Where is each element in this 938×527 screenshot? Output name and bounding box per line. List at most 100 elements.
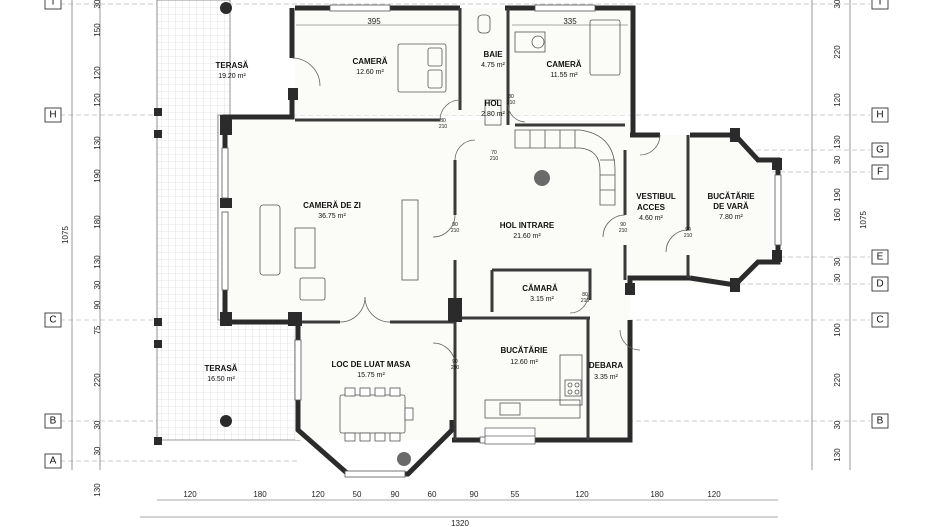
dim-left-12: 30 [93,420,102,429]
interior-walls [295,8,690,440]
dim-total-height-left: 1075 [61,226,70,244]
plants [397,170,550,466]
dim-bottom-2: 120 [311,490,325,499]
room-camera-1-name: CAMERĂ [352,57,387,66]
dimension-lines [71,0,851,518]
dim-right-4: 30 [833,155,842,164]
room-camera-de-zi-area: 36.75 m² [318,213,346,220]
interior-floor [225,8,770,440]
dim-left-14: 130 [93,483,102,497]
door-label-8a: 70 [491,150,497,156]
axis-d-right: D [876,279,883,290]
door-label-6a: 90 [685,227,691,233]
room-loc-masa-name: LOC DE LUAT MASA [332,360,411,369]
dim-right-2: 120 [833,93,842,107]
room-debara-name: DEBARA [589,361,623,370]
dim-left-9: 90 [93,300,102,309]
axis-g-right: G [876,145,884,156]
axis-c-right: C [876,315,883,326]
axis-f-right: F [877,167,883,178]
sink [499,402,521,416]
room-baie-name: BAIE [483,50,503,59]
top-dimensions: 395 335 [367,17,577,26]
room-bucatarie-name: BUCĂTĂRIE [500,346,548,355]
door-label-1b: 210 [439,124,448,130]
dim-right-8: 30 [833,273,842,282]
dim-room2-width: 335 [563,17,577,26]
dim-right-11: 30 [833,420,842,429]
door-label-4a: 80 [582,292,588,298]
axis-h-right: H [876,110,883,121]
room-terasa-top-name: TERASĂ [216,61,249,70]
door-label-5b: 210 [619,228,628,234]
room-camara-name: CĂMARĂ [522,284,558,293]
dim-right-10: 220 [833,373,842,387]
bathtub [484,99,502,126]
dim-right-12: 130 [833,448,842,462]
dim-bottom-9: 180 [650,490,664,499]
dim-left-8: 30 [93,280,102,289]
coffee-table [294,227,316,269]
room-terasa-bottom-area: 16.50 m² [207,376,235,383]
axis-i-right: I [879,0,882,8]
entrance-steps [484,427,536,445]
door-labels: 80 210 90 210 90 210 80 210 90 210 90 21… [439,94,693,371]
room-baie-area: 4.75 m² [481,62,505,69]
room-hol-intrare-name: HOL INTRARE [500,221,555,230]
dim-left-11: 220 [93,373,102,387]
room-camera-2-area: 11.55 m² [550,72,578,79]
axis-markers [44,0,889,469]
room-bucatarie-area: 12.60 m² [510,359,538,366]
tv-unit [401,199,419,281]
door-label-1a: 80 [440,118,446,124]
door-label-7a: 80 [508,94,514,100]
room-bucatarie-vara-area: 7.80 m² [719,214,743,221]
dim-total-height-right: 1075 [859,211,868,229]
dim-right-7: 30 [833,257,842,266]
dim-room1-width: 395 [367,17,381,26]
room-camera-de-zi-name: CAMERĂ DE ZI [303,201,361,210]
axis-c-left: C [49,315,56,326]
dim-left-5: 190 [93,169,102,183]
dim-bottom-5: 60 [428,490,437,499]
door-swings [291,57,689,366]
room-bucatarie-vara-name-2: DE VARĂ [713,202,749,211]
room-loc-masa-area: 15.75 m² [357,372,385,379]
terrace-posts [154,2,232,445]
dim-right-0: 30 [833,0,842,8]
axis-b-right: B [877,416,884,427]
furniture [259,14,621,442]
dim-left-4: 130 [93,136,102,150]
axis-i-left: I [52,0,55,8]
door-label-8b: 210 [490,156,499,162]
axis-a-left: A [50,456,57,467]
room-labels: TERASĂ 19.20 m² CAMERĂ 12.60 m² BAIE 4.7… [205,50,756,383]
room-hol-name: HOL [485,99,502,108]
door-label-7b: 210 [507,100,516,106]
room-vestibul-area: 4.60 m² [639,215,663,222]
stove [564,379,582,397]
door-label-3a: 90 [452,359,458,365]
terrace-tiles [156,0,301,441]
staircase [514,129,616,206]
dim-bottom-4: 90 [391,490,400,499]
dim-bottom-10: 120 [707,490,721,499]
sofa-living [259,204,281,276]
dim-bottom-3: 50 [353,490,362,499]
room-camera-2-name: CAMERĂ [546,60,581,69]
dim-right-5: 190 [833,188,842,202]
door-label-2b: 210 [451,228,460,234]
dim-left-0: 30 [93,0,102,8]
door-label-4b: 210 [581,298,590,304]
dim-bottom-7: 55 [511,490,520,499]
room-vestibul-name-1: VESTIBUL [636,192,676,201]
dim-left-6: 180 [93,215,102,229]
toilet [477,14,491,34]
room-debara-area: 3.35 m² [594,374,618,381]
room-terasa-top-area: 19.20 m² [218,73,246,80]
room-camera-1-area: 12.60 m² [356,69,384,76]
dim-left-13: 30 [93,446,102,455]
